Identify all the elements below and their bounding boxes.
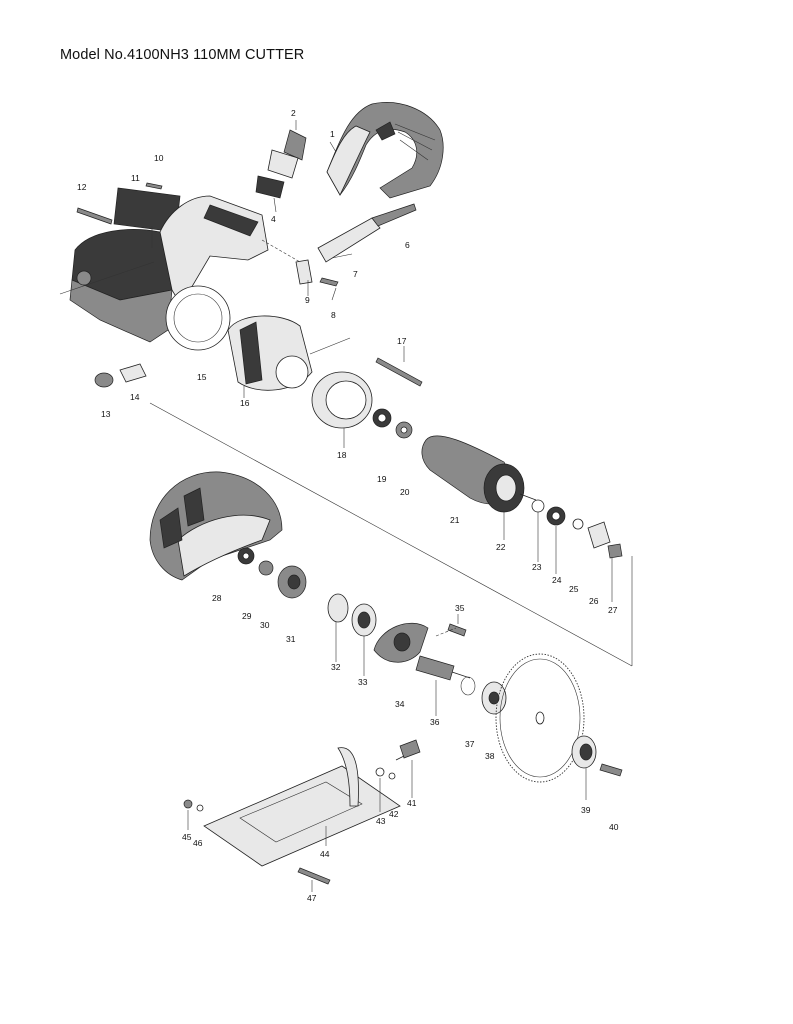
motor-housing-part	[69, 195, 269, 351]
hex-nut-part	[183, 799, 193, 809]
part-number: 28	[212, 593, 222, 603]
part-number: 4	[271, 214, 276, 224]
washer-part	[258, 560, 274, 576]
part-number: 21	[450, 515, 460, 525]
part-number: 30	[260, 620, 270, 630]
screw-part	[145, 182, 163, 190]
armature-part	[421, 435, 537, 513]
carbon-brush-part	[119, 363, 147, 383]
part-number: 18	[337, 450, 347, 460]
part-number: 16	[240, 398, 250, 408]
spiral-gear-part	[277, 565, 307, 599]
baffle-plate-part	[311, 371, 373, 429]
part-number: 13	[101, 409, 111, 419]
saw-blade-part	[495, 653, 585, 783]
washer-part	[531, 499, 545, 513]
hex-bolt-part	[599, 763, 623, 777]
long-screw-part	[375, 357, 423, 387]
flat-washer-part	[196, 804, 204, 812]
part-number: 34	[395, 699, 405, 709]
part-number: 11	[131, 173, 140, 183]
brush-cap-part	[94, 372, 114, 388]
part-number: 32	[331, 662, 341, 672]
part-number: 17	[397, 336, 407, 346]
part-number: 22	[496, 542, 506, 552]
o-ring-part	[460, 676, 476, 696]
base-plate-part	[203, 747, 401, 867]
screw-part	[319, 277, 339, 287]
gear-housing-part	[149, 471, 283, 581]
part-number: 6	[405, 240, 410, 250]
outer-flange-part	[571, 735, 597, 769]
pinion-gear-part	[587, 521, 611, 549]
wing-bolt-part	[395, 739, 421, 761]
part-number: 15	[197, 372, 207, 382]
part-number: 2	[291, 108, 296, 118]
part-number: 39	[581, 805, 591, 815]
field-part	[227, 315, 313, 391]
ball-bearing-part	[351, 603, 377, 637]
part-number: 38	[485, 751, 495, 761]
part-number: 44	[320, 849, 330, 859]
bearing-box-part	[373, 623, 429, 663]
part-number: 25	[569, 584, 579, 594]
cord-clamp-part	[295, 259, 313, 285]
flat-washer-part	[388, 772, 396, 780]
part-number: 24	[552, 575, 562, 585]
part-number: 8	[331, 310, 336, 320]
part-number: 12	[77, 182, 87, 192]
spindle-part	[415, 655, 471, 681]
part-number: 9	[305, 295, 310, 305]
washer-part	[572, 518, 584, 530]
part-number: 40	[609, 822, 619, 832]
handle-cover-part	[326, 102, 444, 199]
part-number: 27	[608, 605, 618, 615]
part-number: 1	[330, 129, 335, 139]
part-number: 14	[130, 392, 140, 402]
part-number: 7	[353, 269, 358, 279]
part-number: 45	[182, 832, 192, 842]
page-title: Model No.4100NH3 110MM CUTTER	[60, 47, 305, 63]
part-number: 43	[376, 816, 386, 826]
part-number: 10	[154, 153, 164, 163]
part-number: 33	[358, 677, 368, 687]
part-number: 23	[532, 562, 542, 572]
cord-guard-part	[317, 217, 381, 263]
cord-part	[371, 203, 417, 227]
part-number: 36	[430, 717, 440, 727]
part-number: 42	[389, 809, 399, 819]
bolt-part	[297, 867, 331, 885]
nut-part	[607, 543, 623, 559]
part-number: 26	[589, 596, 599, 606]
switch-part	[255, 129, 307, 199]
part-number: 41	[407, 798, 417, 808]
screw-part	[447, 623, 467, 637]
part-number-labels: 1 2 4 6 7 8 9 10 11 12 13 14 15 16 17 18…	[77, 108, 619, 903]
retaining-ring-part	[327, 593, 349, 623]
assembly-lines	[59, 120, 633, 892]
part-number: 31	[286, 634, 296, 644]
part-number: 29	[242, 611, 252, 621]
part-number: 47	[307, 893, 317, 903]
screw-part	[76, 207, 113, 225]
part-number: 35	[455, 603, 465, 613]
part-number: 46	[193, 838, 203, 848]
part-number: 20	[400, 487, 410, 497]
part-number: 37	[465, 739, 475, 749]
part-number: 19	[377, 474, 387, 484]
flat-washer-part	[375, 767, 385, 777]
